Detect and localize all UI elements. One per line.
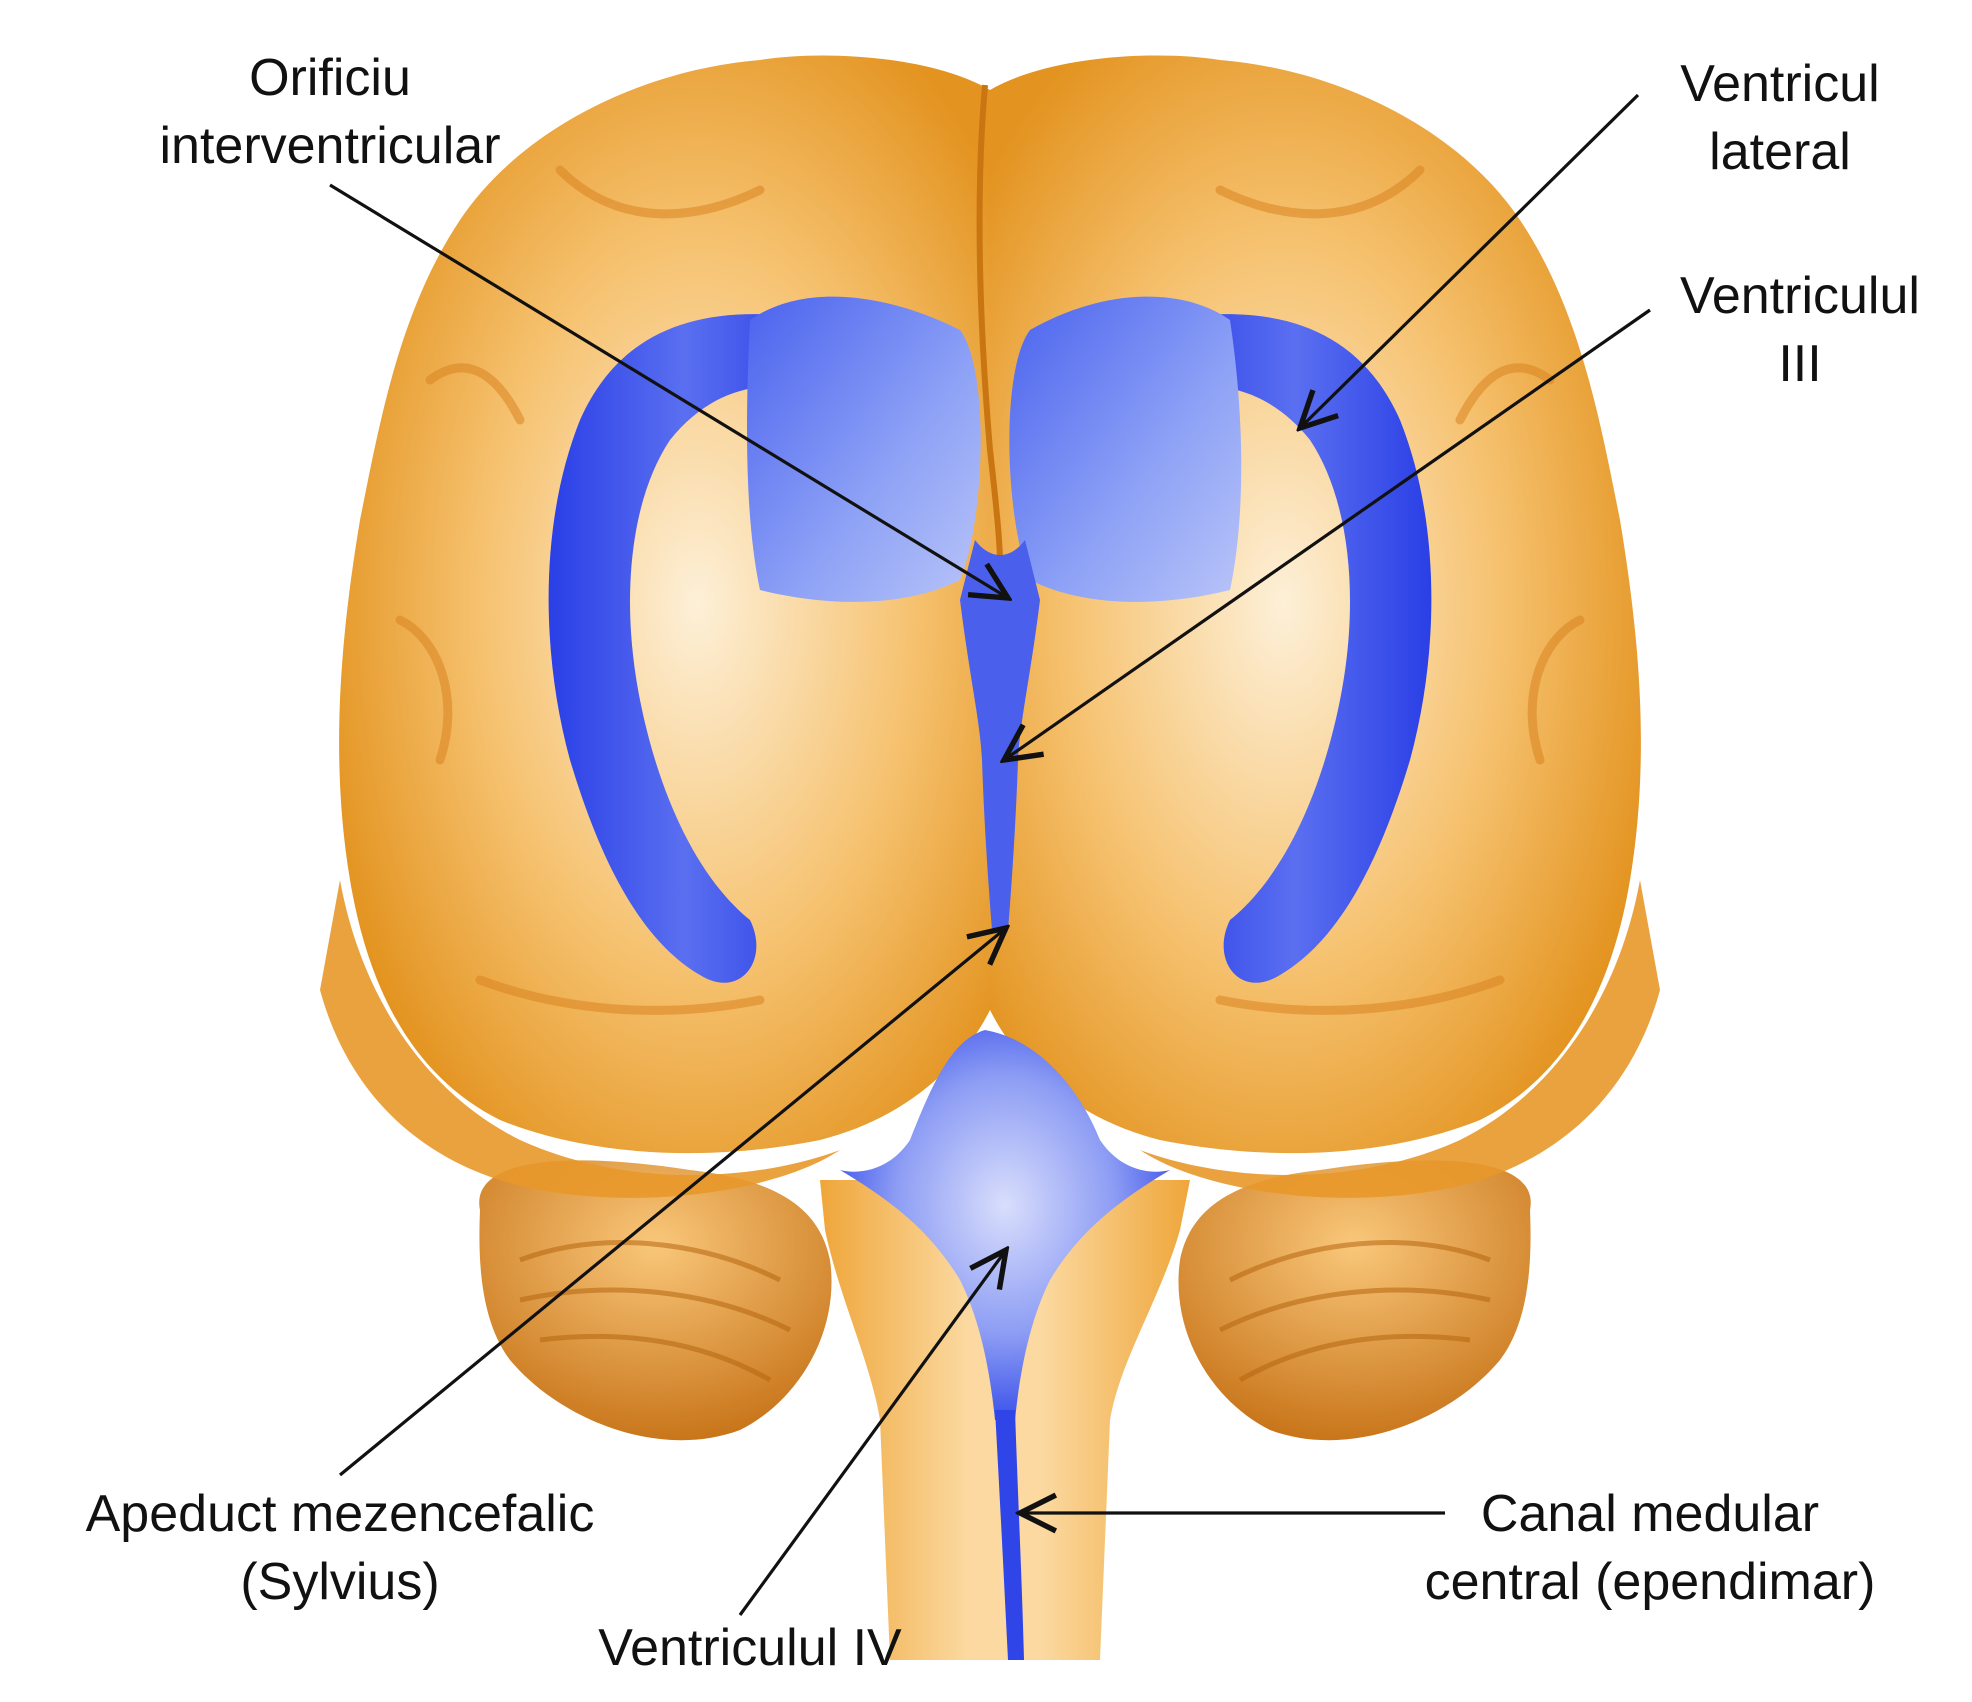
- label-canal-line2: central (ependimar): [1424, 1553, 1876, 1611]
- central-canal: [995, 1410, 1024, 1660]
- ventricul-lateral-leader: [1300, 93, 1640, 428]
- label-ventriculul-iv-line1: Ventriculul IV: [598, 1619, 902, 1677]
- right-anterior-horn: [1009, 296, 1242, 602]
- right-lateral-ventricle: [1160, 314, 1432, 983]
- label-orificiu-interventricular: Orificiu interventricular: [100, 44, 560, 180]
- label-ventricul-lateral-line2: lateral: [1709, 123, 1851, 181]
- orificiu-leader: [329, 183, 1008, 598]
- label-orificiu-line1: Orificiu: [249, 49, 411, 107]
- label-apeduct-mezencefalic: Apeduct mezencefalic (Sylvius): [20, 1480, 660, 1616]
- right-hemisphere: [990, 55, 1641, 1154]
- label-ventricul-lateral: Ventricul lateral: [1600, 50, 1960, 186]
- ventriculul-iii-leader: [1004, 308, 1651, 760]
- ventriculul-iv-leader: [738, 1250, 1006, 1616]
- left-hemisphere: [339, 55, 991, 1154]
- label-ventricul-lateral-line1: Ventricul: [1680, 55, 1880, 113]
- left-lateral-ventricle: [548, 314, 820, 983]
- label-canal-line1: Canal medular: [1480, 1485, 1820, 1543]
- label-apeduct-line2: (Sylvius): [240, 1553, 440, 1611]
- label-canal-medular: Canal medular central (ependimar): [1370, 1480, 1930, 1616]
- label-ventriculul-iii-line1: Ventriculul: [1680, 267, 1920, 325]
- label-apeduct-line1: Apeduct mezencefalic: [85, 1485, 595, 1543]
- label-ventriculul-iv: Ventriculul IV: [540, 1614, 960, 1682]
- left-anterior-horn: [747, 296, 981, 602]
- label-ventriculul-iii-line2: III: [1778, 335, 1822, 393]
- cerebellum: [479, 1160, 1531, 1441]
- label-orificiu-line2: interventricular: [159, 117, 501, 175]
- leader-lines: [329, 93, 1651, 1616]
- fourth-ventricle: [840, 1030, 1170, 1420]
- label-ventriculul-iii: Ventriculul III: [1630, 262, 1970, 398]
- apeduct-leader: [338, 928, 1006, 1477]
